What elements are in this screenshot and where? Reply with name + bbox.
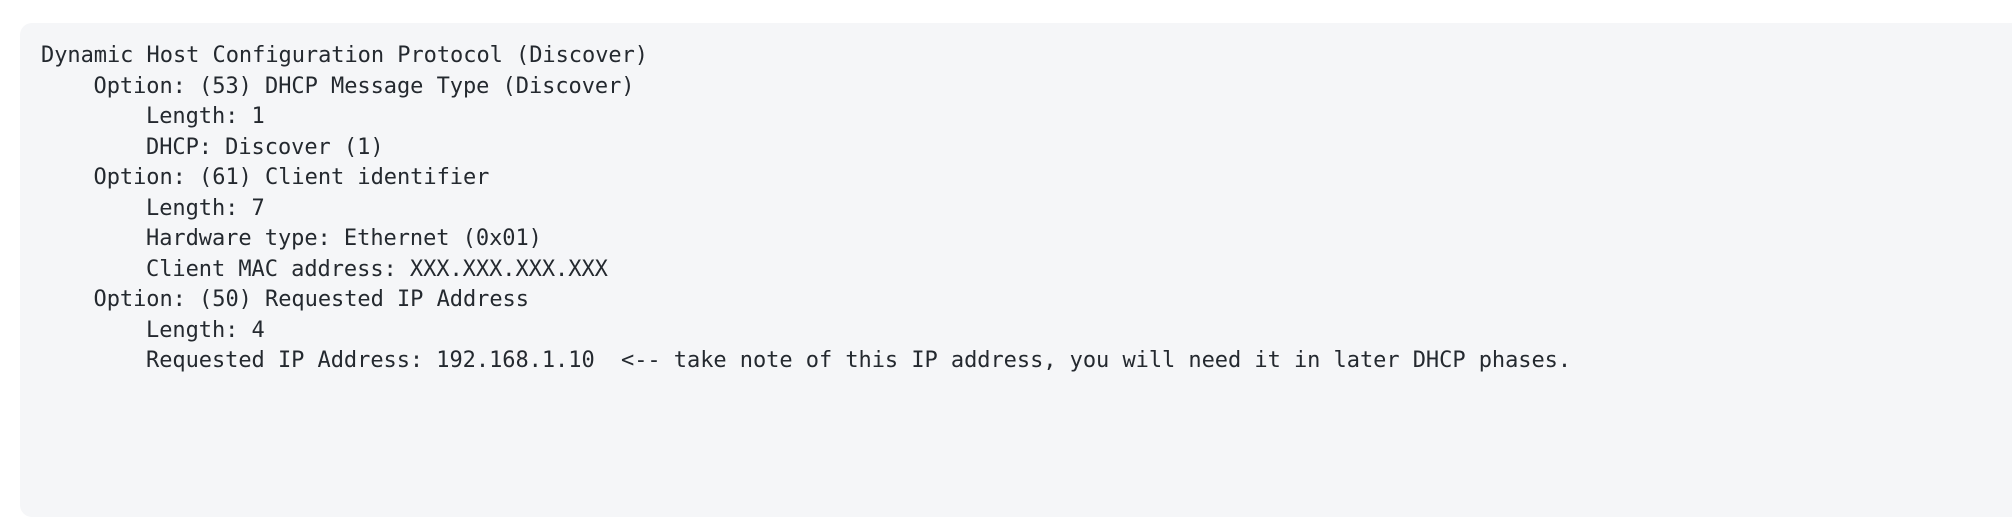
packet-line-option-61-hardware-type: Hardware type: Ethernet (0x01) bbox=[146, 226, 542, 251]
packet-line-option-53-length: Length: 1 bbox=[146, 104, 265, 129]
packet-line-protocol-title[interactable]: Dynamic Host Configuration Protocol (Dis… bbox=[41, 43, 648, 68]
packet-line-option-61-client-mac-address: Client MAC address: XXX.XXX.XXX.XXX bbox=[146, 256, 608, 282]
packet-line-option-50-length: Length: 4 bbox=[146, 317, 265, 343]
packet-tree: Dynamic Host Configuration Protocol (Dis… bbox=[20, 41, 2012, 377]
packet-line-option-53[interactable]: Option: (53) DHCP Message Type (Discover… bbox=[93, 73, 635, 99]
packet-line-option-61[interactable]: Option: (61) Client identifier bbox=[93, 165, 490, 190]
packet-line-option-61-length: Length: 7 bbox=[146, 195, 265, 221]
dhcp-packet-detail-panel: Dynamic Host Configuration Protocol (Dis… bbox=[20, 23, 2012, 517]
packet-line-option-53-message-type: DHCP: Discover (1) bbox=[146, 134, 384, 160]
packet-line-option-50-requested-ip-address: Requested IP Address: 192.168.1.10 <-- t… bbox=[146, 348, 1572, 373]
packet-line-option-50[interactable]: Option: (50) Requested IP Address bbox=[93, 287, 530, 312]
